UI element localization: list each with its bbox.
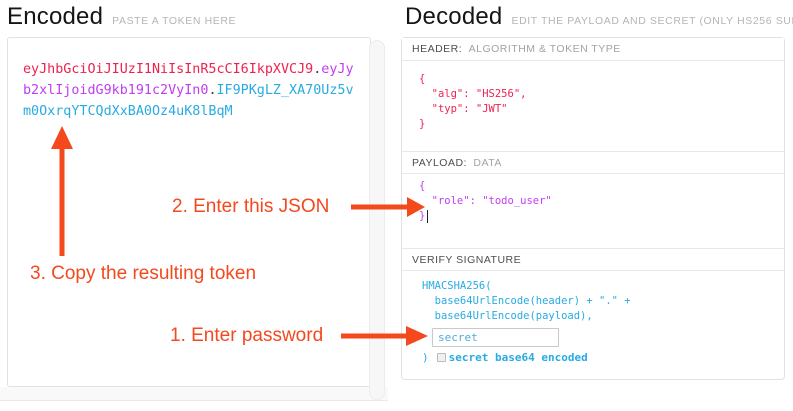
decoded-heading: Decoded EDIT THE PAYLOAD AND SECRET (ONL… [405,3,793,31]
secret-input[interactable] [432,328,559,347]
header-json-editor[interactable]: { "alg": "HS256", "typ": "JWT" } [419,73,527,130]
text-cursor [427,210,428,223]
payload-section-label: PAYLOAD: [412,157,467,169]
base64-checkbox[interactable] [436,352,446,362]
verify-footer: ) secret base64 encoded [422,350,588,364]
verify-section-label: VERIFY SIGNATURE [412,254,522,266]
encoded-token-text[interactable]: eyJhbGciOiJIUzI1NiIsInR5cCI6IkpXVCJ9.eyJ… [23,62,354,119]
decoded-panel: HEADER: ALGORITHM & TOKEN TYPE { "alg": … [401,37,785,380]
pane-divider [369,40,385,400]
encoded-heading: Encoded PASTE A TOKEN HERE [7,3,236,31]
payload-section-bar: PAYLOAD: DATA [402,151,784,174]
decoded-subtitle: EDIT THE PAYLOAD AND SECRET (ONLY HS256 … [511,15,793,27]
verify-section-bar: VERIFY SIGNATURE [402,248,784,271]
annotation-step3: 3. Copy the resulting token [30,263,257,284]
base64-checkbox-label[interactable]: secret base64 encoded [448,350,588,364]
header-section-sublabel: ALGORITHM & TOKEN TYPE [468,43,621,55]
payload-json-editor[interactable]: { "role": "todo_user" } [419,180,552,222]
header-section-bar: HEADER: ALGORITHM & TOKEN TYPE [402,38,784,61]
encoded-token-editor[interactable]: eyJhbGciOiJIUzI1NiIsInR5cCI6IkpXVCJ9.eyJ… [7,37,371,387]
annotation-step1: 1. Enter password [170,325,324,346]
close-paren: ) [422,350,429,364]
payload-section-sublabel: DATA [473,157,502,169]
annotation-step2: 2. Enter this JSON [172,196,330,217]
decoded-title: Decoded [405,3,503,30]
verify-signature-code: HMACSHA256( base64UrlEncode(header) + ".… [422,280,631,322]
bottom-strip [0,387,388,401]
encoded-title: Encoded [7,3,104,30]
encoded-subtitle: PASTE A TOKEN HERE [112,15,237,27]
header-section-label: HEADER: [412,43,463,55]
